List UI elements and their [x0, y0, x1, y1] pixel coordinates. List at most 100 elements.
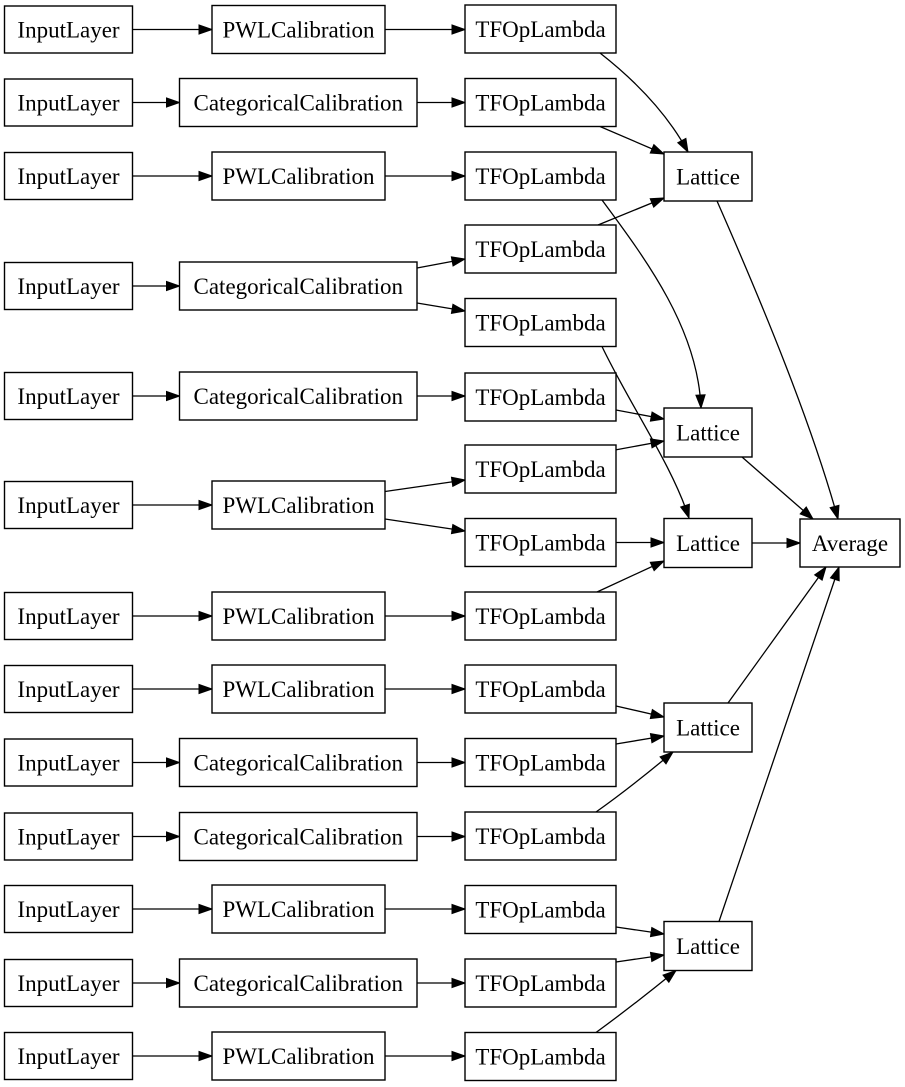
node-calib-1-box — [211, 4, 386, 55]
edge-input-7-calib-7-arrowhead-icon — [198, 610, 214, 622]
edge-calib-2-tfop-2-arrowhead-icon — [451, 97, 467, 108]
node-calib-6-label: PWLCalibration — [222, 493, 375, 518]
node-calib-11-box — [211, 884, 386, 934]
node-tfop-6a-box — [464, 444, 617, 494]
edge-calib-8-tfop-8-arrowhead-icon — [451, 683, 467, 695]
node-input-9-label: InputLayer — [17, 751, 120, 776]
node-input-12: InputLayer — [3, 958, 134, 1008]
node-lattice-4-box — [663, 702, 753, 753]
node-input-2-label: InputLayer — [17, 91, 120, 116]
node-input-5-box — [3, 371, 134, 421]
node-input-2: InputLayer — [3, 78, 134, 127]
node-calib-8-label: PWLCalibration — [222, 677, 375, 702]
node-lattice-1-box — [663, 151, 753, 202]
edge-tfop-4a-lattice-1-arrowhead-icon — [649, 197, 666, 209]
node-input-13-label: InputLayer — [17, 1044, 120, 1069]
node-input-10-label: InputLayer — [17, 825, 120, 850]
edge-input-11-calib-11-arrowhead-icon — [198, 903, 214, 915]
edge-calib-7-tfop-7-arrowhead-icon — [451, 610, 467, 622]
edge-tfop-2-lattice-1-arrowhead-icon — [649, 143, 666, 155]
node-tfop-7-label: TFOpLambda — [475, 604, 605, 629]
node-tfop-10-box — [464, 811, 617, 861]
edge-input-2-calib-2-arrowhead-icon — [166, 97, 181, 108]
node-tfop-10: TFOpLambda — [464, 811, 617, 861]
node-calib-10-label: CategoricalCalibration — [194, 825, 404, 850]
node-lattice-1-label: Lattice — [676, 165, 740, 190]
edge-tfop-3-lattice-2-arrowhead-icon — [695, 394, 706, 410]
edge-lattice-4-average-arrowhead-icon — [813, 565, 827, 582]
node-tfop-6a: TFOpLambda — [464, 444, 617, 494]
node-calib-5: CategoricalCalibration — [178, 371, 418, 421]
edge-tfop-12-lattice-5-arrowhead-icon — [649, 951, 666, 963]
edge-tfop-1-lattice-1-arrowhead-icon — [676, 137, 689, 154]
node-tfop-3-box — [464, 151, 617, 201]
node-tfop-1-label: TFOpLambda — [475, 17, 605, 42]
edge-input-4-calib-4-arrowhead-icon — [166, 280, 181, 292]
node-input-11: InputLayer — [3, 884, 134, 934]
edge-lattice-3-average-arrowhead-icon — [786, 537, 802, 549]
node-average: Average — [799, 518, 901, 568]
node-input-4-box — [3, 261, 134, 311]
node-calib-12-label: CategoricalCalibration — [194, 971, 404, 996]
node-lattice-5: Lattice — [663, 920, 753, 972]
edge-calib-6-tfop-6a-arrowhead-icon — [450, 476, 467, 488]
edge-tfop-6b-lattice-3-arrowhead-icon — [650, 537, 666, 548]
node-tfop-5-label: TFOpLambda — [475, 385, 605, 410]
edge-calib-10-tfop-10-arrowhead-icon — [451, 831, 467, 842]
node-input-5: InputLayer — [3, 371, 134, 421]
node-input-8: InputLayer — [3, 664, 134, 714]
edge-lattice-2-average — [741, 456, 814, 520]
edge-calib-9-tfop-9-arrowhead-icon — [451, 757, 467, 768]
node-tfop-8-box — [464, 664, 617, 714]
node-input-4: InputLayer — [3, 261, 134, 311]
edge-lattice-2-average-arrowhead-icon — [799, 506, 815, 520]
node-calib-3-box — [211, 151, 386, 201]
node-calib-4-label: CategoricalCalibration — [194, 274, 404, 299]
node-input-10: InputLayer — [3, 812, 134, 861]
node-input-2-box — [3, 78, 134, 127]
node-calib-2-box — [178, 77, 418, 128]
node-input-12-label: InputLayer — [17, 971, 120, 996]
edge-calib-4-tfop-4a-arrowhead-icon — [450, 256, 467, 267]
node-calib-9-box — [178, 737, 418, 788]
node-calib-2: CategoricalCalibration — [178, 77, 418, 128]
node-tfop-6b-box — [464, 517, 617, 568]
edge-calib-3-tfop-3-arrowhead-icon — [451, 170, 467, 182]
node-tfop-12-label: TFOpLambda — [475, 971, 605, 996]
node-input-9-box — [3, 738, 134, 787]
edge-calib-11-tfop-11-arrowhead-icon — [451, 903, 467, 915]
edge-input-6-calib-6-arrowhead-icon — [198, 499, 214, 511]
node-input-8-box — [3, 664, 134, 714]
node-calib-11-label: PWLCalibration — [222, 897, 375, 922]
node-tfop-4b: TFOpLambda — [464, 297, 617, 348]
node-input-7-box — [3, 591, 134, 641]
node-calib-13: PWLCalibration — [211, 1031, 386, 1081]
node-tfop-4b-box — [464, 297, 617, 348]
node-input-12-box — [3, 958, 134, 1008]
node-average-label: Average — [812, 531, 888, 556]
node-calib-7: PWLCalibration — [211, 591, 386, 641]
node-tfop-12-box — [464, 958, 617, 1008]
edge-tfop-5-lattice-2-arrowhead-icon — [649, 411, 666, 422]
node-tfop-2-label: TFOpLambda — [475, 91, 605, 116]
node-input-13: InputLayer — [3, 1031, 134, 1081]
node-input-1-box — [3, 5, 134, 54]
node-calib-13-label: PWLCalibration — [222, 1044, 375, 1069]
node-lattice-4-label: Lattice — [676, 716, 740, 741]
node-tfop-10-label: TFOpLambda — [475, 824, 605, 849]
node-input-4-label: InputLayer — [17, 274, 120, 299]
node-calib-2-label: CategoricalCalibration — [194, 91, 404, 116]
node-tfop-4a-label: TFOpLambda — [475, 237, 605, 262]
node-lattice-3: Lattice — [663, 517, 753, 569]
edge-tfop-4b-lattice-3-arrowhead-icon — [679, 503, 690, 520]
node-lattice-2-box — [663, 407, 753, 458]
node-tfop-4b-label: TFOpLambda — [475, 311, 605, 336]
node-lattice-3-box — [663, 517, 753, 569]
node-lattice-5-box — [663, 920, 753, 972]
node-tfop-6b-label: TFOpLambda — [475, 531, 605, 556]
edge-tfop-11-lattice-5-arrowhead-icon — [649, 926, 666, 938]
node-calib-7-label: PWLCalibration — [222, 604, 375, 629]
edge-lattice-1-average — [716, 200, 839, 520]
node-tfop-3-label: TFOpLambda — [475, 164, 605, 189]
node-tfop-11-label: TFOpLambda — [475, 898, 605, 923]
